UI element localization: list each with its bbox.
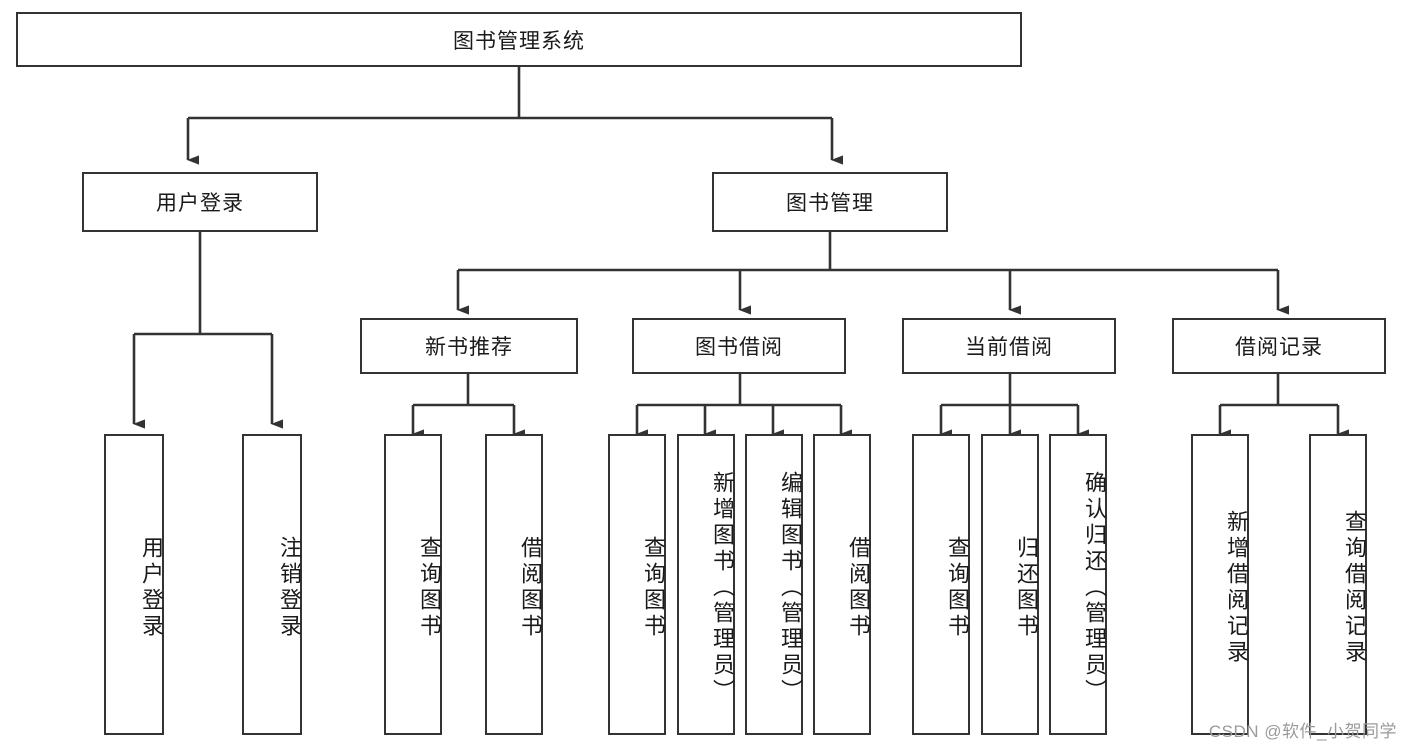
node-label: 确认归还（管理员） [1082, 470, 1107, 705]
node-label: 查询借阅记录 [1342, 509, 1367, 666]
leaf-book-borrow-borrow-book[interactable]: 借阅图书 [813, 434, 871, 735]
node-label: 借阅记录 [1235, 336, 1323, 359]
node-label: 注销登录 [277, 535, 302, 640]
node-borrowing-record[interactable]: 借阅记录 [1172, 318, 1386, 374]
leaf-new-book-borrow-book[interactable]: 借阅图书 [485, 434, 543, 735]
node-user-login[interactable]: 用户登录 [82, 172, 318, 232]
node-label: 用户登录 [139, 535, 164, 640]
node-label: 新增借阅记录 [1224, 509, 1249, 666]
node-label: 用户登录 [156, 192, 244, 215]
node-label: 新书推荐 [425, 336, 513, 359]
node-label: 查询图书 [417, 535, 442, 640]
leaf-user-login-logout[interactable]: 注销登录 [242, 434, 302, 735]
leaf-current-borrow-confirm-return[interactable]: 确认归还（管理员） [1049, 434, 1107, 735]
node-label: 图书管理 [786, 192, 874, 215]
node-label: 借阅图书 [846, 535, 871, 640]
node-label: 当前借阅 [965, 336, 1053, 359]
leaf-user-login-login[interactable]: 用户登录 [104, 434, 164, 735]
node-current-borrowing[interactable]: 当前借阅 [902, 318, 1116, 374]
node-label: 借阅图书 [518, 535, 543, 640]
leaf-current-borrow-return-book[interactable]: 归还图书 [981, 434, 1039, 735]
node-root-book-management-system[interactable]: 图书管理系统 [16, 12, 1022, 67]
leaf-current-borrow-query-book[interactable]: 查询图书 [912, 434, 970, 735]
node-label: 查询图书 [641, 535, 666, 640]
node-book-borrowing[interactable]: 图书借阅 [632, 318, 846, 374]
node-new-book-recommendation[interactable]: 新书推荐 [360, 318, 578, 374]
node-label: 编辑图书（管理员） [778, 470, 803, 705]
node-label: 查询图书 [945, 535, 970, 640]
leaf-borrow-record-query-record[interactable]: 查询借阅记录 [1309, 434, 1367, 735]
node-label: 图书管理系统 [453, 29, 585, 53]
leaf-book-borrow-add-book[interactable]: 新增图书（管理员） [677, 434, 735, 735]
node-label: 图书借阅 [695, 336, 783, 359]
node-label: 新增图书（管理员） [710, 470, 735, 705]
node-label: 归还图书 [1014, 535, 1039, 640]
leaf-borrow-record-add-record[interactable]: 新增借阅记录 [1191, 434, 1249, 735]
watermark-text: CSDN @软件_小贺同学 [1208, 722, 1397, 741]
node-book-management[interactable]: 图书管理 [712, 172, 948, 232]
leaf-book-borrow-edit-book[interactable]: 编辑图书（管理员） [745, 434, 803, 735]
leaf-book-borrow-query-book[interactable]: 查询图书 [608, 434, 666, 735]
leaf-new-book-query-book[interactable]: 查询图书 [384, 434, 442, 735]
